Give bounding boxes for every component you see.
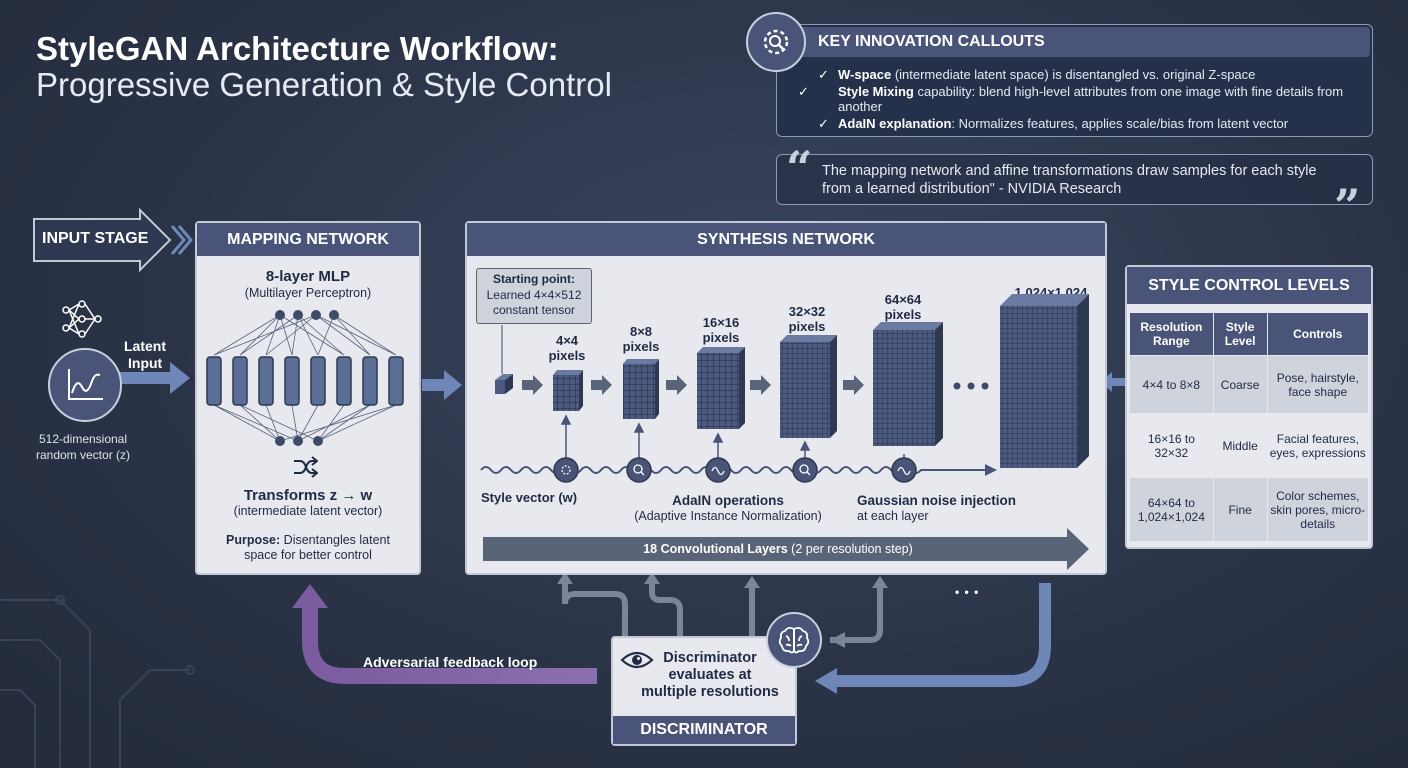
transform-subtitle: (intermediate latent vector) xyxy=(233,504,383,518)
shuffle-icon xyxy=(292,456,319,483)
table-cell: Color schemes, skin pores, micro-details xyxy=(1266,477,1370,542)
conv-layers-bar xyxy=(483,528,1089,570)
synthesis-network-header: SYNTHESIS NETWORK xyxy=(467,223,1105,256)
callouts-title: KEY INNOVATION CALLOUTS xyxy=(818,33,1045,50)
brain-icon xyxy=(766,612,822,668)
callout-item-style-mixing: ✓Style Mixing capability: blend high-lev… xyxy=(798,84,1344,114)
mlp-subtitle: (Multilayer Perceptron) xyxy=(244,286,372,300)
style-levels-table-wrap: Resolution Range Style Level Controls 4×… xyxy=(1129,312,1370,542)
discriminator-up-arrows xyxy=(562,578,883,643)
style-levels-table: Resolution Range Style Level Controls 4×… xyxy=(1129,312,1370,542)
callout-item-adain: ✓AdaIN explanation: Normalizes features,… xyxy=(818,116,1289,131)
input-stage-label: INPUT STAGE xyxy=(42,230,149,247)
noise-subtitle: at each layer xyxy=(857,509,929,523)
starting-point-title: Starting point: xyxy=(493,272,575,286)
mlp-diagram xyxy=(206,310,404,446)
page-title: StyleGAN Architecture Workflow: xyxy=(36,30,559,67)
adain-subtitle: (Adaptive Instance Normalization) xyxy=(634,509,822,523)
feature-map-16x16 xyxy=(697,347,745,429)
feature-map-32x32 xyxy=(780,335,837,438)
mapping-network-header: MAPPING NETWORK xyxy=(197,223,419,256)
random-vector-icon xyxy=(48,348,122,422)
feature-map-8x8 xyxy=(623,359,659,419)
input-stage-arrow-shape xyxy=(33,207,172,273)
table-cell: Coarse xyxy=(1212,355,1268,414)
table-cell: 16×16 to 32×32 xyxy=(1129,413,1214,478)
noise-title: Gaussian noise injection xyxy=(857,493,1017,508)
table-row: 64×64 to 1,024×1,024 Fine Color schemes,… xyxy=(1129,477,1370,542)
table-cell: Middle xyxy=(1212,413,1268,478)
quote-text: The mapping network and affine transform… xyxy=(822,163,1317,197)
table-cell: Fine xyxy=(1212,477,1268,542)
discriminator-footer: DISCRIMINATOR xyxy=(613,716,795,744)
table-row: 16×16 to 32×32 Middle Facial features, e… xyxy=(1129,413,1370,478)
column-header: Style Level xyxy=(1212,312,1268,356)
table-cell: Pose, hairstyle, face shape xyxy=(1266,355,1370,414)
latent-input-label: Latent Input xyxy=(124,338,166,371)
starting-point-desc: Learned 4×4×512 constant tensor xyxy=(486,288,582,317)
gear-search-icon xyxy=(746,12,806,72)
neural-network-icon xyxy=(60,300,108,347)
check-icon: ✓ xyxy=(798,84,809,99)
conv-layers-label: 18 Convolutional Layers (2 per resolutio… xyxy=(643,542,913,556)
random-vector-label: 512-dimensional random vector (z) xyxy=(35,432,131,462)
mapping-purpose: Purpose: Disentangles latent space for b… xyxy=(226,533,390,562)
style-vector-label: Style vector (w) xyxy=(481,490,578,505)
check-icon: ✓ xyxy=(818,116,829,131)
eye-icon xyxy=(620,649,654,676)
adversarial-feedback-loop xyxy=(302,606,597,684)
synthesis-feedback-loop xyxy=(835,583,1051,687)
stage-ellipsis xyxy=(953,382,989,390)
callouts-header xyxy=(780,27,1370,57)
table-cell: 4×4 to 8×8 xyxy=(1129,355,1214,414)
callout-item-w-space: ✓W-space (intermediate latent space) is … xyxy=(818,67,1256,82)
table-cell: 64×64 to 1,024×1,024 xyxy=(1129,477,1214,542)
mlp-title: 8-layer MLP xyxy=(265,268,351,285)
style-levels-header: STYLE CONTROL LEVELS xyxy=(1127,267,1371,304)
feedback-ellipsis: • • • xyxy=(955,585,980,599)
start-cube xyxy=(495,374,513,394)
quote-box xyxy=(776,154,1373,205)
table-cell: Facial features, eyes, expressions xyxy=(1266,413,1370,478)
transform-title: Transforms z → w xyxy=(243,487,373,504)
table-row: 4×4 to 8×8 Coarse Pose, hairstyle, face … xyxy=(1129,355,1370,414)
feature-map-64x64 xyxy=(873,322,943,446)
feature-map-4x4 xyxy=(553,370,583,411)
page-subtitle: Progressive Generation & Style Control xyxy=(36,66,612,103)
column-header: Controls xyxy=(1266,312,1370,356)
check-icon: ✓ xyxy=(818,67,829,82)
starting-point-box xyxy=(476,268,592,324)
close-quote-icon: ” xyxy=(1334,179,1361,233)
discriminator-description: Discriminator evaluates at multiple reso… xyxy=(641,650,779,700)
feedback-loop-label: Adversarial feedback loop xyxy=(363,654,538,670)
adain-title: AdaIN operations xyxy=(672,493,784,508)
feature-map-1024 xyxy=(1000,294,1089,468)
circuit-decoration xyxy=(0,595,195,768)
open-quote-icon: “ xyxy=(786,141,813,195)
synthesis-diagram xyxy=(480,294,1089,570)
column-header: Resolution Range xyxy=(1129,312,1214,356)
